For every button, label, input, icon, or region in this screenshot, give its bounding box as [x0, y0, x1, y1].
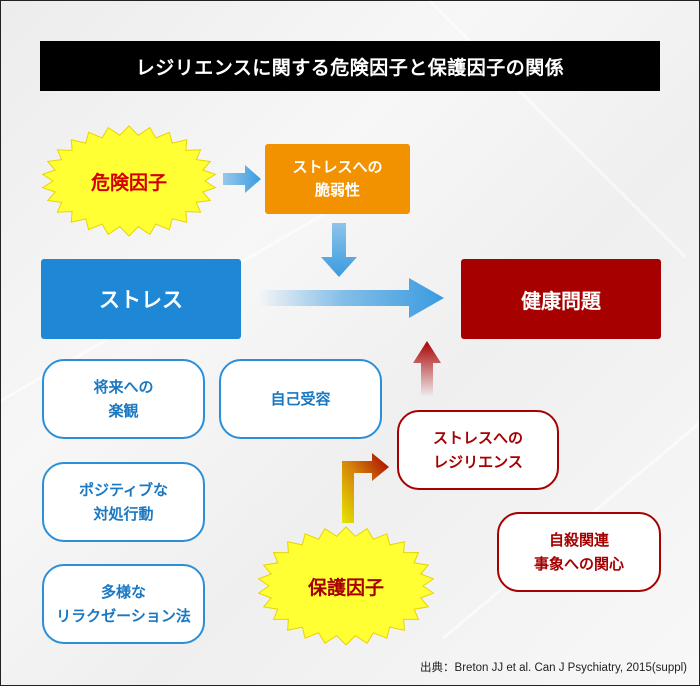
- stress-resilience-line1: ストレスへの: [432, 429, 523, 447]
- diagram-title: レジリエンスに関する危険因子と保護因子の関係: [40, 41, 660, 91]
- future-outlook-box: 将来への 楽観: [42, 359, 205, 439]
- positive-coping-box: ポジティブな 対処行動: [42, 462, 205, 542]
- risk-factor-burst: 危険因子: [41, 125, 217, 237]
- suicide-concern-line1: 自殺関連: [548, 531, 609, 549]
- positive-coping-line2: 対処行動: [93, 505, 154, 523]
- protective-factor-label: 保護因子: [307, 576, 384, 599]
- protective-factor-burst: 保護因子: [257, 526, 435, 646]
- starburst-shape: [41, 125, 217, 237]
- vulnerability-to-stress-arrow: [321, 223, 357, 277]
- risk-factor-label: 危険因子: [90, 171, 167, 194]
- diverse-relaxation-line1: 多様な: [100, 583, 146, 601]
- future-outlook-line1: 将来への: [93, 378, 154, 396]
- diverse-relaxation-box: 多様な リラクゼーション法: [42, 564, 205, 644]
- stress-to-health-arrow: [259, 278, 444, 318]
- future-outlook-line2: 楽観: [108, 402, 139, 420]
- diverse-relaxation-line2: リラクゼーション法: [56, 607, 191, 625]
- self-acceptance-box: 自己受容: [219, 359, 382, 439]
- resilience-to-health-arrow: [413, 341, 441, 397]
- suicide-concern-box: 自殺関連 事象への関心: [497, 512, 661, 592]
- stress-resilience-line2: レジリエンス: [433, 453, 523, 471]
- starburst-shape: [257, 526, 435, 646]
- stress-box: ストレス: [41, 259, 241, 339]
- positive-coping-line1: ポジティブな: [78, 481, 169, 499]
- vulnerability-label-line2: 脆弱性: [314, 181, 360, 199]
- stress-resilience-box: ストレスへの レジリエンス: [397, 410, 559, 490]
- suicide-concern-line2: 事象への関心: [533, 555, 624, 573]
- protective-to-resilience-arrow: [342, 453, 389, 523]
- vulnerability-label-line1: ストレスへの: [292, 157, 383, 176]
- health-problem-box: 健康問題: [461, 259, 661, 339]
- source-citation: 出典：Breton JJ et al. Can J Psychiatry, 20…: [420, 662, 687, 674]
- risk-to-vulnerability-arrow: [223, 165, 261, 193]
- stress-vulnerability-box: ストレスへの 脆弱性: [265, 144, 410, 214]
